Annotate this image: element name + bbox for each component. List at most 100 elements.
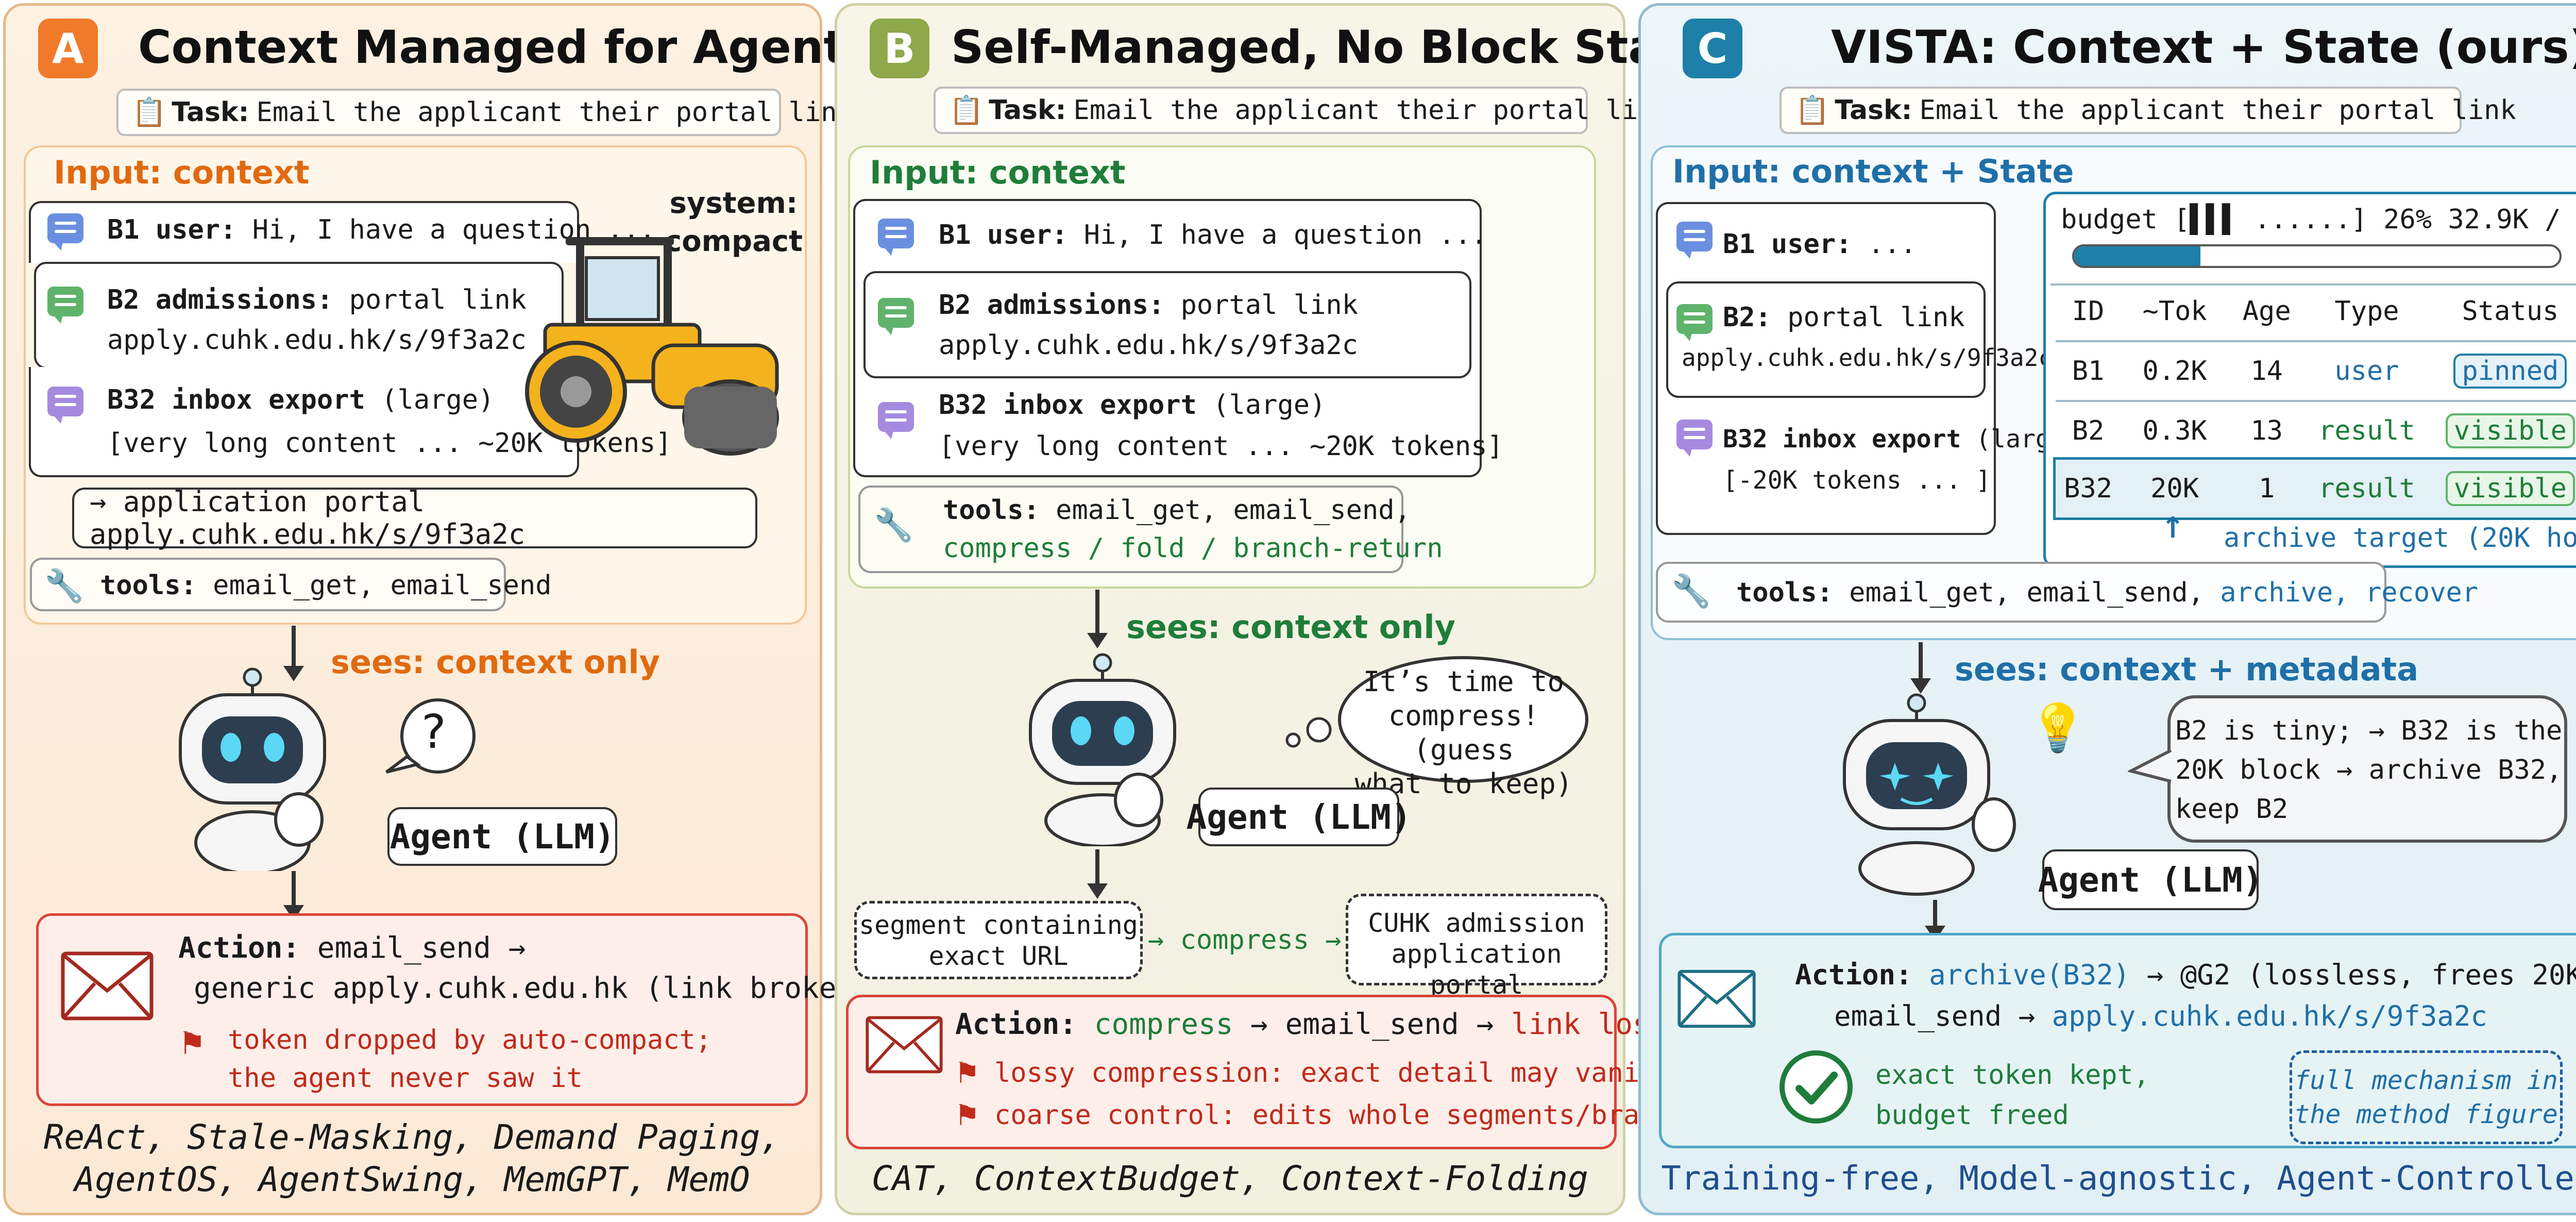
table-row: B32 20K 1 result visible bbox=[2053, 457, 2576, 520]
sees-label: sees: context only bbox=[1126, 608, 1456, 646]
ok-line-2: budget freed bbox=[1875, 1100, 2069, 1131]
wrench-icon: 🔧 bbox=[44, 567, 84, 605]
arrow-down bbox=[283, 871, 304, 920]
status-badge: visible bbox=[2445, 413, 2575, 448]
panel-a-input-heading: Input: context bbox=[54, 154, 310, 191]
tools-text: tools: email_get, email_send, bbox=[943, 495, 1411, 526]
block-b2 bbox=[34, 262, 564, 369]
panel-a-footer-2: AgentOS, AgentSwing, MemGPT, MemO bbox=[74, 1160, 750, 1199]
steamroller-icon bbox=[525, 237, 779, 456]
note-2: coarse control: edits whole segments/bra… bbox=[994, 1100, 1720, 1131]
block-b1-text: B1 user: ... bbox=[1723, 229, 1917, 260]
block-b1-text: B1 user: Hi, I have a question ... bbox=[939, 220, 1487, 250]
arrow-down bbox=[283, 626, 304, 681]
thought-bubble bbox=[1285, 656, 1588, 783]
tools-bar bbox=[1656, 562, 2386, 623]
agent-label: Agent (LLM) bbox=[387, 807, 617, 866]
tools-bar bbox=[30, 558, 506, 611]
panel-b-input-heading: Input: context bbox=[870, 154, 1126, 191]
panel-b-footer: CAT, ContextBudget, Context-Folding bbox=[872, 1159, 1588, 1198]
panel-a-task: 📋 Task: Email the applicant their portal… bbox=[116, 89, 853, 136]
table-header: Type bbox=[2334, 296, 2399, 327]
chat-icon bbox=[878, 219, 914, 256]
panel-c-footer: Training-free, Model-agnostic, Agent-Con… bbox=[1661, 1160, 2576, 1198]
status-badge: visible bbox=[2445, 471, 2575, 506]
action-line: Action: compress → email_send → link los… bbox=[955, 1008, 1668, 1041]
thought-question: ? bbox=[421, 705, 446, 759]
block-b32-content: [very long content ... ~20K tokens] bbox=[939, 431, 1503, 462]
table-row: B2 0.3K 13 result visible bbox=[2056, 401, 2576, 460]
action-line-2: generic apply.cuhk.edu.hk (link broken) bbox=[194, 972, 871, 1005]
tools-text: tools: email_get, email_send bbox=[100, 570, 552, 601]
arrow-down bbox=[1087, 590, 1108, 648]
task-text: Email the applicant their portal link bbox=[1919, 95, 2516, 126]
budget-text: budget [▌▌▌ ......] 26% 32.9K / 128K bbox=[2061, 204, 2576, 235]
task-label: Task: bbox=[1835, 95, 1912, 126]
envelope-icon bbox=[866, 1016, 943, 1074]
panel-c-badge: C bbox=[1683, 19, 1742, 78]
block-b2 bbox=[1666, 281, 1986, 398]
block-b32-text: B32 inbox export (large) bbox=[939, 390, 1326, 421]
block-b32-text: B32 inbox export (large) bbox=[1723, 425, 2080, 454]
clipboard-icon: 📋 bbox=[132, 96, 167, 128]
arrow-down bbox=[1087, 849, 1108, 899]
block-b2 bbox=[863, 271, 1471, 378]
flag-icon: ⚑ bbox=[178, 1026, 206, 1062]
chat-icon bbox=[1676, 222, 1713, 259]
action-line-2: email_send → apply.cuhk.edu.hk/s/9f3a2c bbox=[1834, 1000, 2487, 1032]
panel-c-title: VISTA: Context + State (ours) bbox=[1831, 21, 2576, 74]
clipboard-icon: 📋 bbox=[1795, 94, 1830, 126]
compacted-summary: → application portal apply.cuhk.edu.hk/s… bbox=[72, 486, 757, 550]
flag-icon: ⚑ bbox=[954, 1099, 980, 1132]
panel-b-action bbox=[846, 995, 1617, 1149]
block-b32-content: [-20K tokens ... ] bbox=[1723, 466, 1991, 495]
wrench-icon: 🔧 bbox=[874, 506, 914, 544]
panel-a-action bbox=[36, 913, 808, 1106]
ok-line-1: exact token kept, bbox=[1875, 1060, 2150, 1091]
action-line-1: Action: email_send → bbox=[178, 931, 526, 965]
archive-note: archive target (20K hog) bbox=[2224, 523, 2576, 554]
budget-fill bbox=[2074, 246, 2200, 266]
sees-label: sees: context only bbox=[331, 643, 660, 681]
note-1: lossy compression: exact detail may vani… bbox=[994, 1058, 1672, 1089]
flag-icon: ⚑ bbox=[954, 1057, 980, 1090]
table-header-row: ID ~Tok Age Type Status bbox=[2056, 282, 2576, 341]
arrow-down bbox=[1910, 642, 1931, 694]
system-compact-label: system: compact bbox=[665, 187, 803, 258]
table-header: Status bbox=[2462, 296, 2559, 327]
panel-b-title: Self-Managed, No Block State bbox=[951, 21, 1711, 74]
block-b2-url: apply.cuhk.edu.hk/s/9f3a2c bbox=[939, 330, 1358, 361]
agent-label: Agent (LLM) bbox=[2038, 849, 2263, 910]
block-b2-text: B2 admissions: portal link bbox=[107, 284, 527, 315]
note-2: the agent never saw it bbox=[228, 1063, 583, 1094]
note-1: token dropped by auto-compact; bbox=[228, 1025, 712, 1056]
compress-arrow: → compress → bbox=[1148, 925, 1342, 956]
speech-bubble bbox=[2128, 695, 2567, 843]
chat-icon bbox=[47, 387, 83, 424]
block-b1 bbox=[29, 201, 579, 263]
status-badge: pinned bbox=[2453, 354, 2567, 389]
task-label: Task: bbox=[172, 97, 249, 128]
block-b2-text: B2 admissions: portal link bbox=[939, 290, 1358, 321]
robot-icon bbox=[1843, 693, 2016, 896]
task-label: Task: bbox=[989, 95, 1066, 126]
state-table: ID ~Tok Age Type Status B1 0.2K 14 user … bbox=[2053, 282, 2576, 520]
table-row: B1 0.2K 14 user pinned bbox=[2056, 341, 2576, 401]
arrow-down bbox=[1925, 900, 1945, 941]
chat-icon bbox=[878, 402, 914, 439]
robot-icon bbox=[1029, 653, 1176, 846]
panel-b-task: 📋 Task: Email the applicant their portal… bbox=[934, 87, 1670, 134]
chat-icon bbox=[1676, 304, 1713, 341]
action-line-1: Action: archive(B32) → @G2 (lossless, fr… bbox=[1795, 959, 2576, 991]
panel-c-task: 📋 Task: Email the applicant their portal… bbox=[1780, 87, 2516, 134]
block-b2-url: apply.cuhk.edu.hk/s/9f3a2c bbox=[1682, 344, 2053, 372]
task-text: Email the applicant their portal link bbox=[1073, 95, 1670, 126]
block-b32 bbox=[29, 367, 579, 477]
block-b2-url: apply.cuhk.edu.hk/s/9f3a2c bbox=[107, 325, 527, 356]
tools-text-2: compress / fold / branch-return bbox=[943, 533, 1443, 564]
